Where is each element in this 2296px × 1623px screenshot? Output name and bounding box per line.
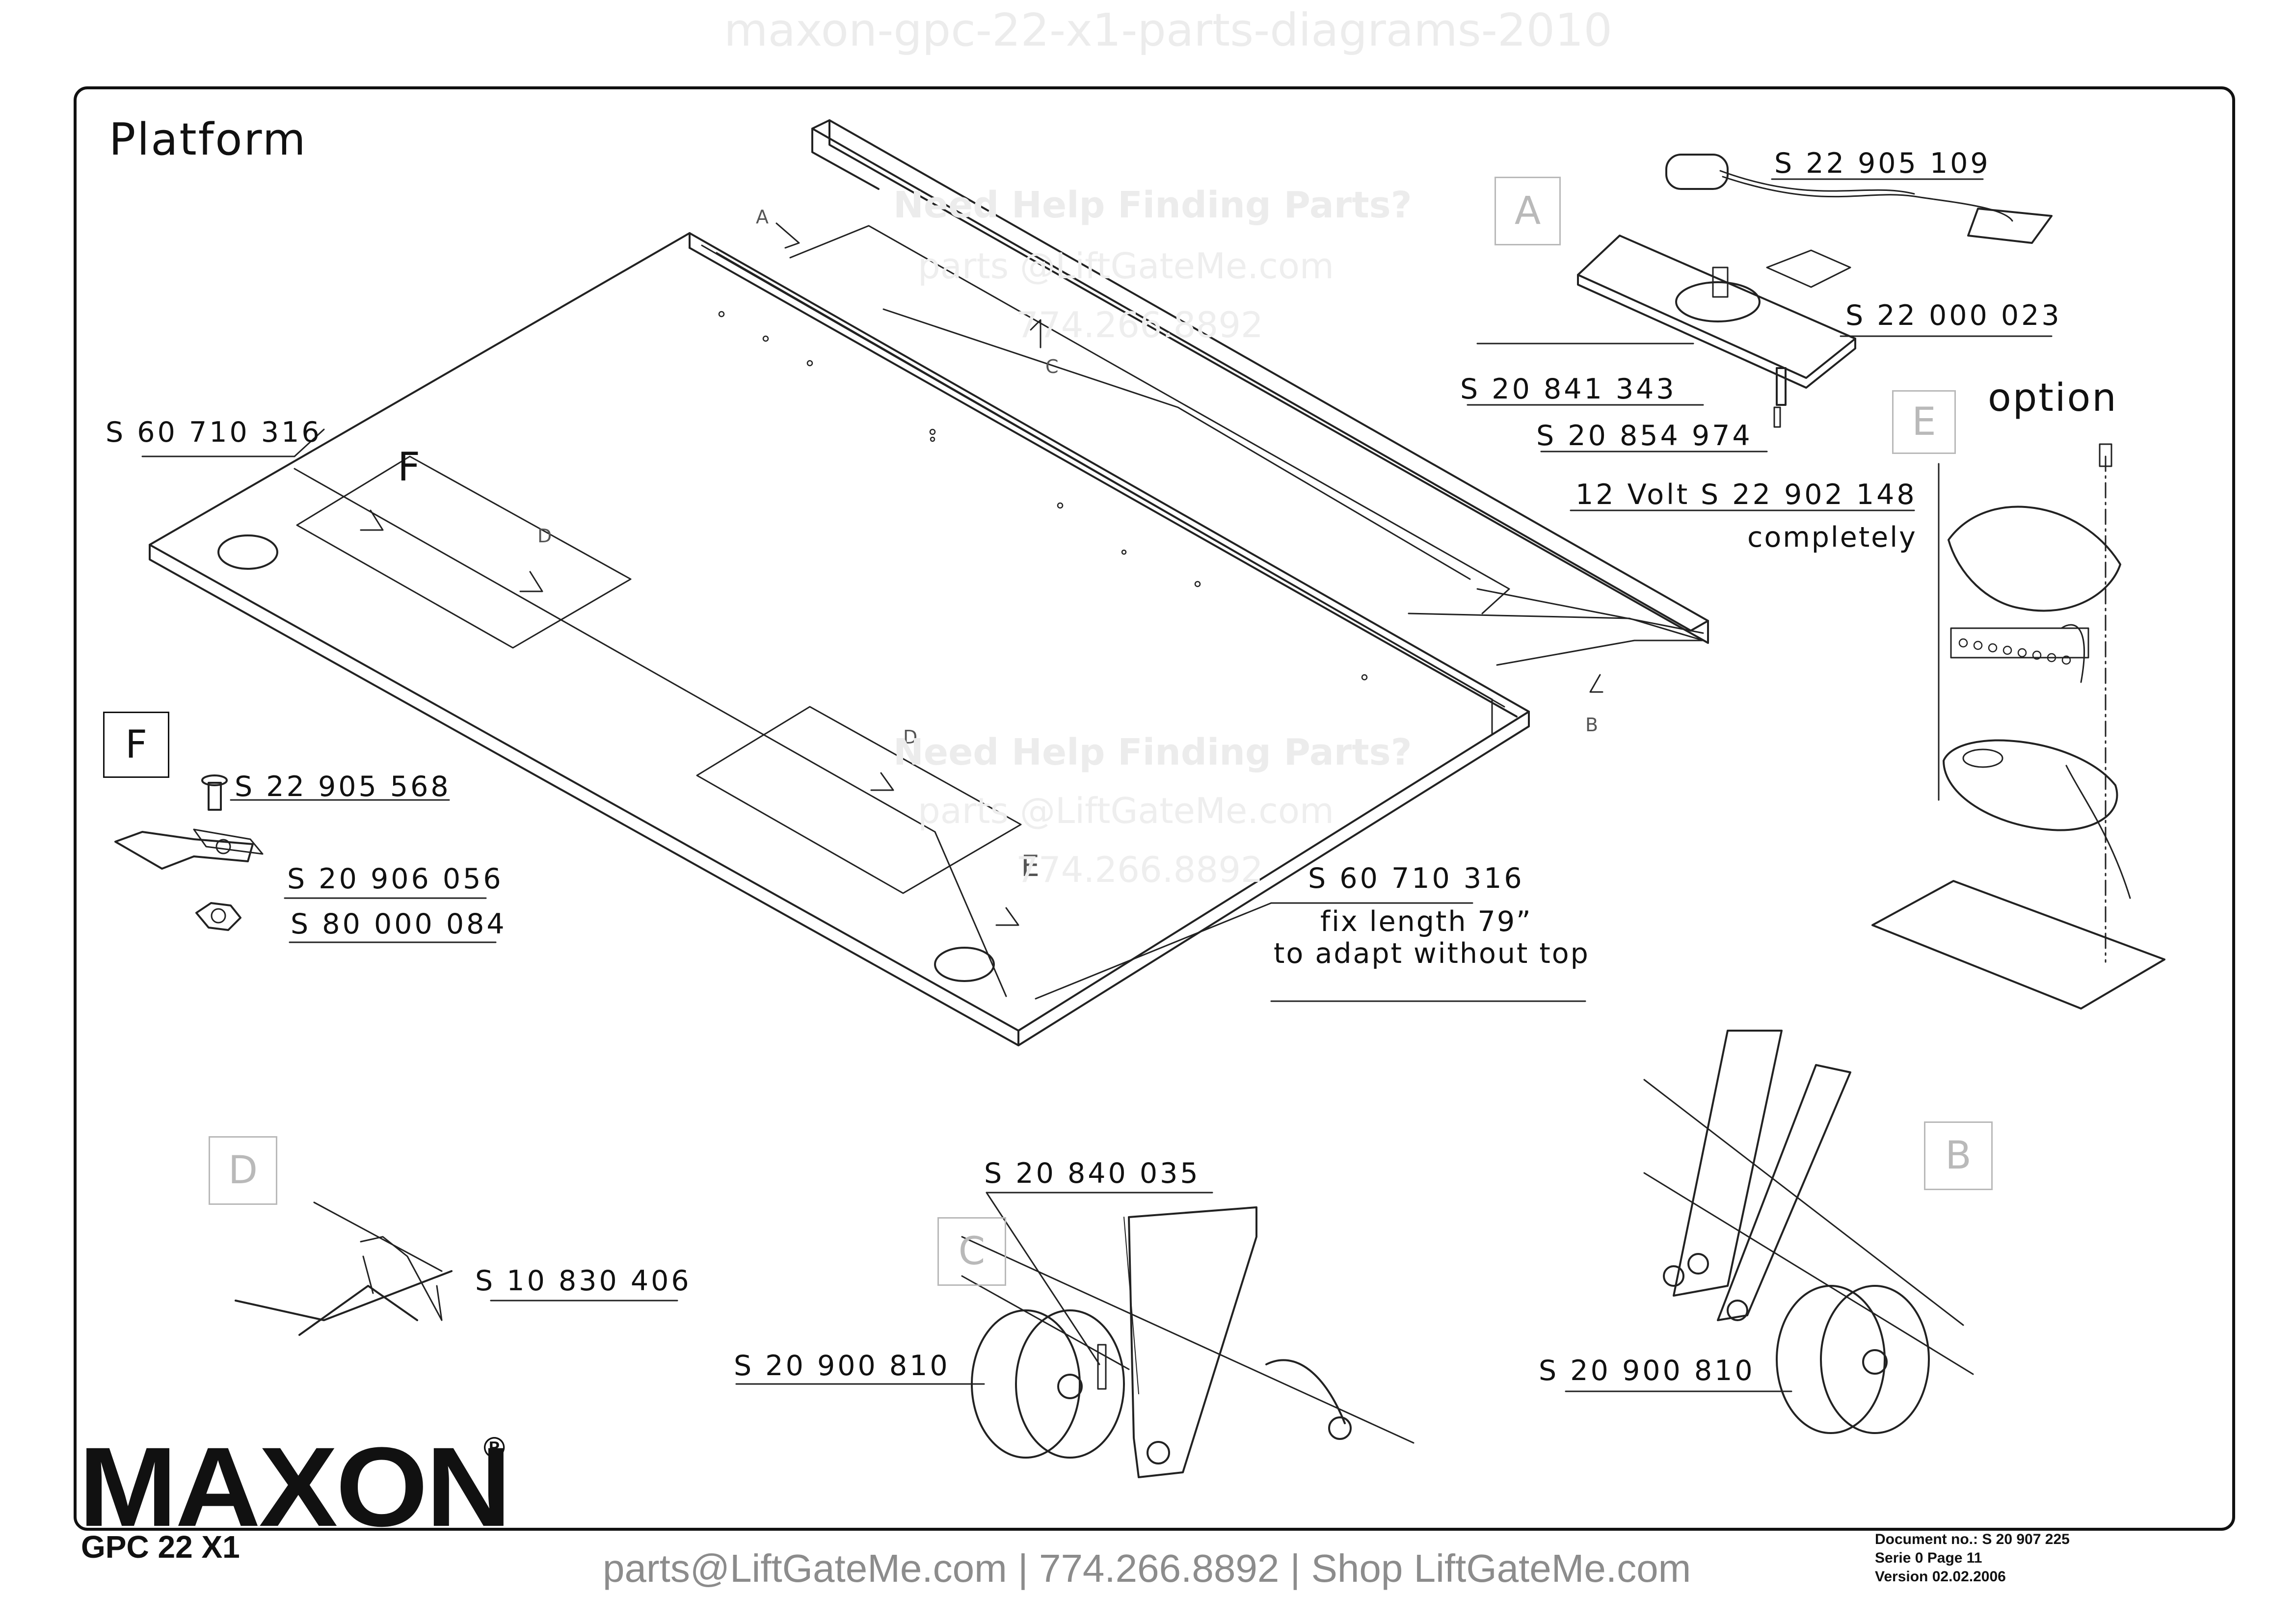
help-watermark-phone-1: 774.266.8892 bbox=[1016, 304, 1263, 346]
help-watermark-headline-1: Need Help Finding Parts? bbox=[893, 184, 1412, 226]
detail-box-f: F bbox=[103, 712, 169, 778]
detail-b-roller-brackets bbox=[1643, 1030, 1974, 1434]
detail-d-clip bbox=[235, 1201, 453, 1336]
model-name: GPC 22 X1 bbox=[81, 1529, 240, 1565]
detail-box-a: A bbox=[1495, 177, 1561, 245]
part-number-c-pin: S 20 840 035 bbox=[984, 1157, 1201, 1190]
arrow-label-d1: D bbox=[537, 525, 552, 547]
rail-note-fix-length: fix length 79” bbox=[1320, 905, 1532, 938]
detail-c-roller-bracket bbox=[961, 1206, 1415, 1478]
direction-arrows bbox=[360, 222, 1603, 926]
part-number-b-roller: S 20 900 810 bbox=[1539, 1355, 1755, 1387]
part-number-rail-right: S 60 710 316 bbox=[1308, 862, 1524, 895]
rail-note-adapt: to adapt without top bbox=[1274, 937, 1590, 970]
detail-f-clamp-parts bbox=[114, 774, 264, 931]
part-number-f-clamp: S 20 906 056 bbox=[287, 863, 504, 895]
complete-light-voltage: 12 Volt bbox=[1575, 479, 1690, 511]
part-number-complete-light: S 22 902 148 bbox=[1701, 479, 1917, 511]
arrow-label-b: B bbox=[1585, 714, 1599, 736]
help-watermark-phone-2: 774.266.8892 bbox=[1016, 849, 1263, 890]
detail-box-d: D bbox=[209, 1136, 277, 1205]
maxon-logo: MAXON bbox=[79, 1424, 511, 1550]
help-watermark-headline-2: Need Help Finding Parts? bbox=[893, 731, 1412, 773]
arrow-label-c: C bbox=[1045, 356, 1059, 377]
detail-a-lamp bbox=[1476, 154, 2053, 428]
document-version: Version 02.02.2006 bbox=[1875, 1569, 2006, 1585]
header-watermark-title: maxon-gpc-22-x1-parts-diagrams-2010 bbox=[724, 4, 1613, 56]
registered-mark: ® bbox=[483, 1431, 506, 1464]
document-serie: Serie 0 Page 11 bbox=[1875, 1550, 1982, 1566]
help-watermark-email-1: parts @LiftGateMe.com bbox=[918, 245, 1335, 287]
part-number-light-housing: S 22 000 023 bbox=[1845, 299, 2062, 332]
diagram-title: Platform bbox=[109, 114, 307, 165]
detail-box-e: E bbox=[1892, 390, 1956, 454]
arrow-label-f: F bbox=[398, 444, 421, 490]
platform-plate bbox=[149, 232, 1530, 1046]
document-number: Document no.: S 20 907 225 bbox=[1875, 1531, 2070, 1547]
help-watermark-email-2: parts @LiftGateMe.com bbox=[918, 790, 1335, 831]
drawing-frame bbox=[74, 86, 2235, 1531]
detail-box-c: C bbox=[937, 1217, 1006, 1286]
detail-box-b: B bbox=[1924, 1121, 1993, 1190]
part-number-d-clip: S 10 830 406 bbox=[475, 1265, 692, 1297]
arrow-label-e: E bbox=[1021, 849, 1040, 883]
arrow-label-d2: D bbox=[903, 726, 918, 748]
part-number-f-nut: S 80 000 084 bbox=[291, 908, 507, 940]
option-label: option bbox=[1988, 376, 2118, 420]
part-number-screw-1: S 20 841 343 bbox=[1460, 373, 1677, 405]
part-number-light-unit: S 22 905 109 bbox=[1774, 147, 1991, 180]
leader-lines bbox=[141, 178, 2053, 1392]
arrow-label-a: A bbox=[756, 206, 769, 228]
part-number-f-screw: S 22 905 568 bbox=[235, 771, 451, 803]
part-number-c-roller: S 20 900 810 bbox=[734, 1350, 950, 1382]
footer-contact: parts@LiftGateMe.com | 774.266.8892 | Sh… bbox=[603, 1546, 1691, 1590]
upper-side-rail bbox=[789, 119, 1709, 666]
part-number-screw-2: S 20 854 974 bbox=[1536, 420, 1753, 452]
complete-light-note: completely bbox=[1747, 521, 1917, 554]
detail-e-light-option bbox=[1871, 443, 2165, 1010]
part-number-rail-left: S 60 710 316 bbox=[106, 416, 322, 449]
